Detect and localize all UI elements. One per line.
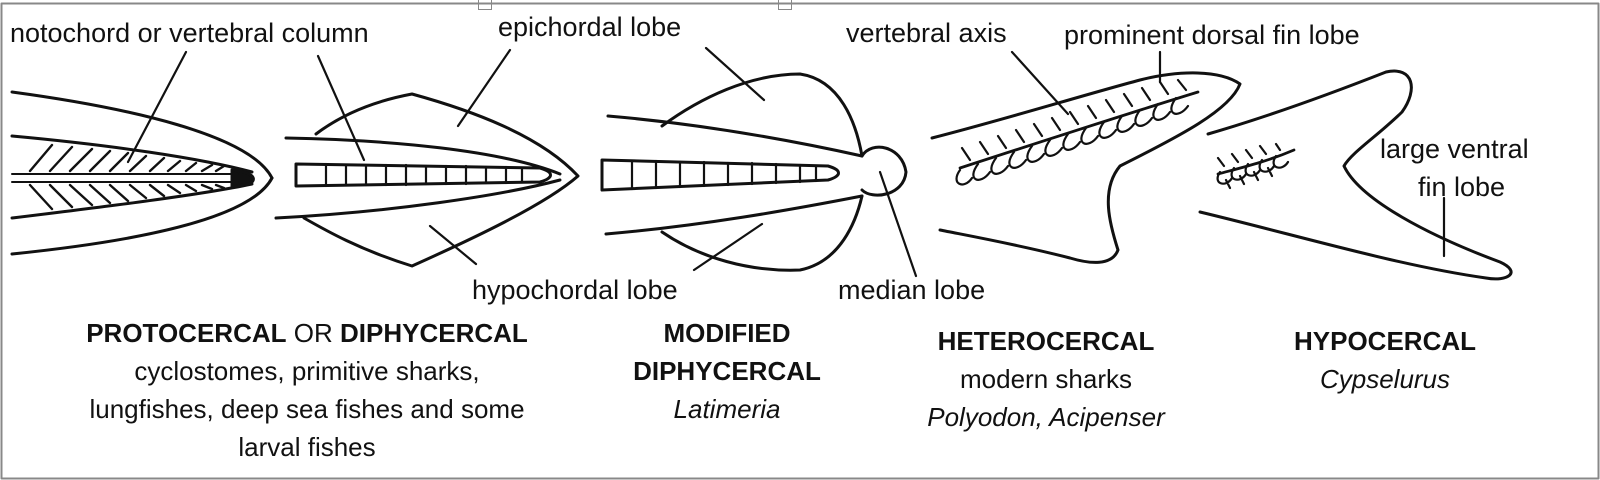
caption-hypocercal-title: HYPOCERCAL <box>1293 326 1476 356</box>
caption-heterocercal-title: HETEROCERCAL <box>937 326 1155 356</box>
diphycercal-notochord-segments <box>324 162 524 188</box>
label-vertebral-axis: vertebral axis <box>846 18 1007 48</box>
modified-notochord-segments <box>630 159 818 191</box>
caption-heterocercal-example: Polyodon, Acipenser <box>927 402 1165 432</box>
window-handle-left <box>478 0 492 10</box>
caption-protocercal-or: OR <box>293 318 333 348</box>
diphycercal-notochord <box>294 162 552 188</box>
protocercal-ventral-outline <box>10 176 274 256</box>
leader-vertebral-column <box>316 54 366 162</box>
heterocercal-axis-loops <box>955 96 1190 186</box>
protocercal-upper-rays <box>28 143 226 173</box>
modified-diphycercal-tail-drawing <box>600 46 918 278</box>
heterocercal-upper-rays <box>960 78 1188 162</box>
caption-hypocercal: HYPOCERCAL Cypselurus <box>1260 322 1510 398</box>
protocercal-tail-drawing <box>10 50 274 256</box>
label-median-lobe: median lobe <box>838 275 986 305</box>
hypocercal-outline <box>1198 69 1513 281</box>
heterocercal-dorsal-outline <box>930 71 1242 264</box>
caption-protocercal-line2: lungfishes, deep sea fishes and some <box>89 394 525 424</box>
caption-protocercal-line3: larval fishes <box>238 432 376 462</box>
leader-vertebral-axis <box>1010 50 1070 116</box>
caption-protocercal-title-a: PROTOCERCAL <box>86 318 287 348</box>
label-hypochordal-lobe: hypochordal lobe <box>472 275 678 305</box>
caption-protocercal-title-b: DIPHYCERCAL <box>339 318 528 348</box>
caption-hypocercal-example: Cypselurus <box>1319 364 1451 394</box>
leader-epichordal-lobe <box>456 48 512 128</box>
leader-epichordal-lobe-2 <box>704 46 766 102</box>
label-dorsal-fin-lobe: prominent dorsal fin lobe <box>1064 20 1360 50</box>
caption-modified-title2: DIPHYCERCAL <box>633 356 821 386</box>
modified-median-lobe <box>860 145 908 197</box>
modified-lower-fin-edge <box>604 194 864 236</box>
hypocercal-tail-drawing <box>1198 69 1513 281</box>
diphycercal-tail-drawing <box>274 48 580 268</box>
modified-lower-lobe <box>660 194 864 272</box>
caption-modified-title1: MODIFIED <box>663 318 791 348</box>
modified-notochord <box>600 158 840 192</box>
diphycercal-outline <box>302 92 580 268</box>
modified-upper-lobe <box>660 72 864 158</box>
protocercal-lower-rays <box>28 183 226 211</box>
leader-hypochordal-lobe <box>428 224 478 266</box>
modified-upper-fin-edge <box>606 114 864 158</box>
protocercal-notochord-lower <box>10 182 254 220</box>
caption-protocercal: PROTOCERCAL OR DIPHYCERCAL cyclostomes, … <box>10 314 604 466</box>
hypocercal-axis-loops <box>1216 142 1290 190</box>
leader-hypochordal-lobe-2 <box>692 222 764 272</box>
window-handle-right <box>778 0 792 10</box>
caption-modified-example: Latimeria <box>673 394 781 424</box>
diphycercal-lower-fin-edge <box>274 178 562 220</box>
label-ventral-fin-lobe-line2: fin lobe <box>1418 172 1506 202</box>
protocercal-dorsal-outline <box>10 90 274 180</box>
label-epichordal-lobe: epichordal lobe <box>498 12 682 42</box>
leader-notochord <box>126 50 188 164</box>
hypocercal-axis <box>1216 148 1296 176</box>
leader-median-lobe <box>878 170 918 278</box>
heterocercal-axis <box>958 90 1200 170</box>
diphycercal-upper-fin-edge <box>284 136 562 176</box>
protocercal-notochord-upper <box>10 134 254 174</box>
caption-heterocercal-line1: modern sharks <box>960 364 1132 394</box>
caption-modified-diphycercal: MODIFIED DIPHYCERCAL Latimeria <box>600 314 854 428</box>
heterocercal-tail-drawing <box>930 50 1242 264</box>
label-notochord: notochord or vertebral column <box>10 18 369 48</box>
caption-heterocercal: HETEROCERCAL modern sharks Polyodon, Aci… <box>886 322 1206 436</box>
caption-protocercal-line1: cyclostomes, primitive sharks, <box>134 356 480 386</box>
label-ventral-fin-lobe-line1: large ventral <box>1380 134 1529 164</box>
